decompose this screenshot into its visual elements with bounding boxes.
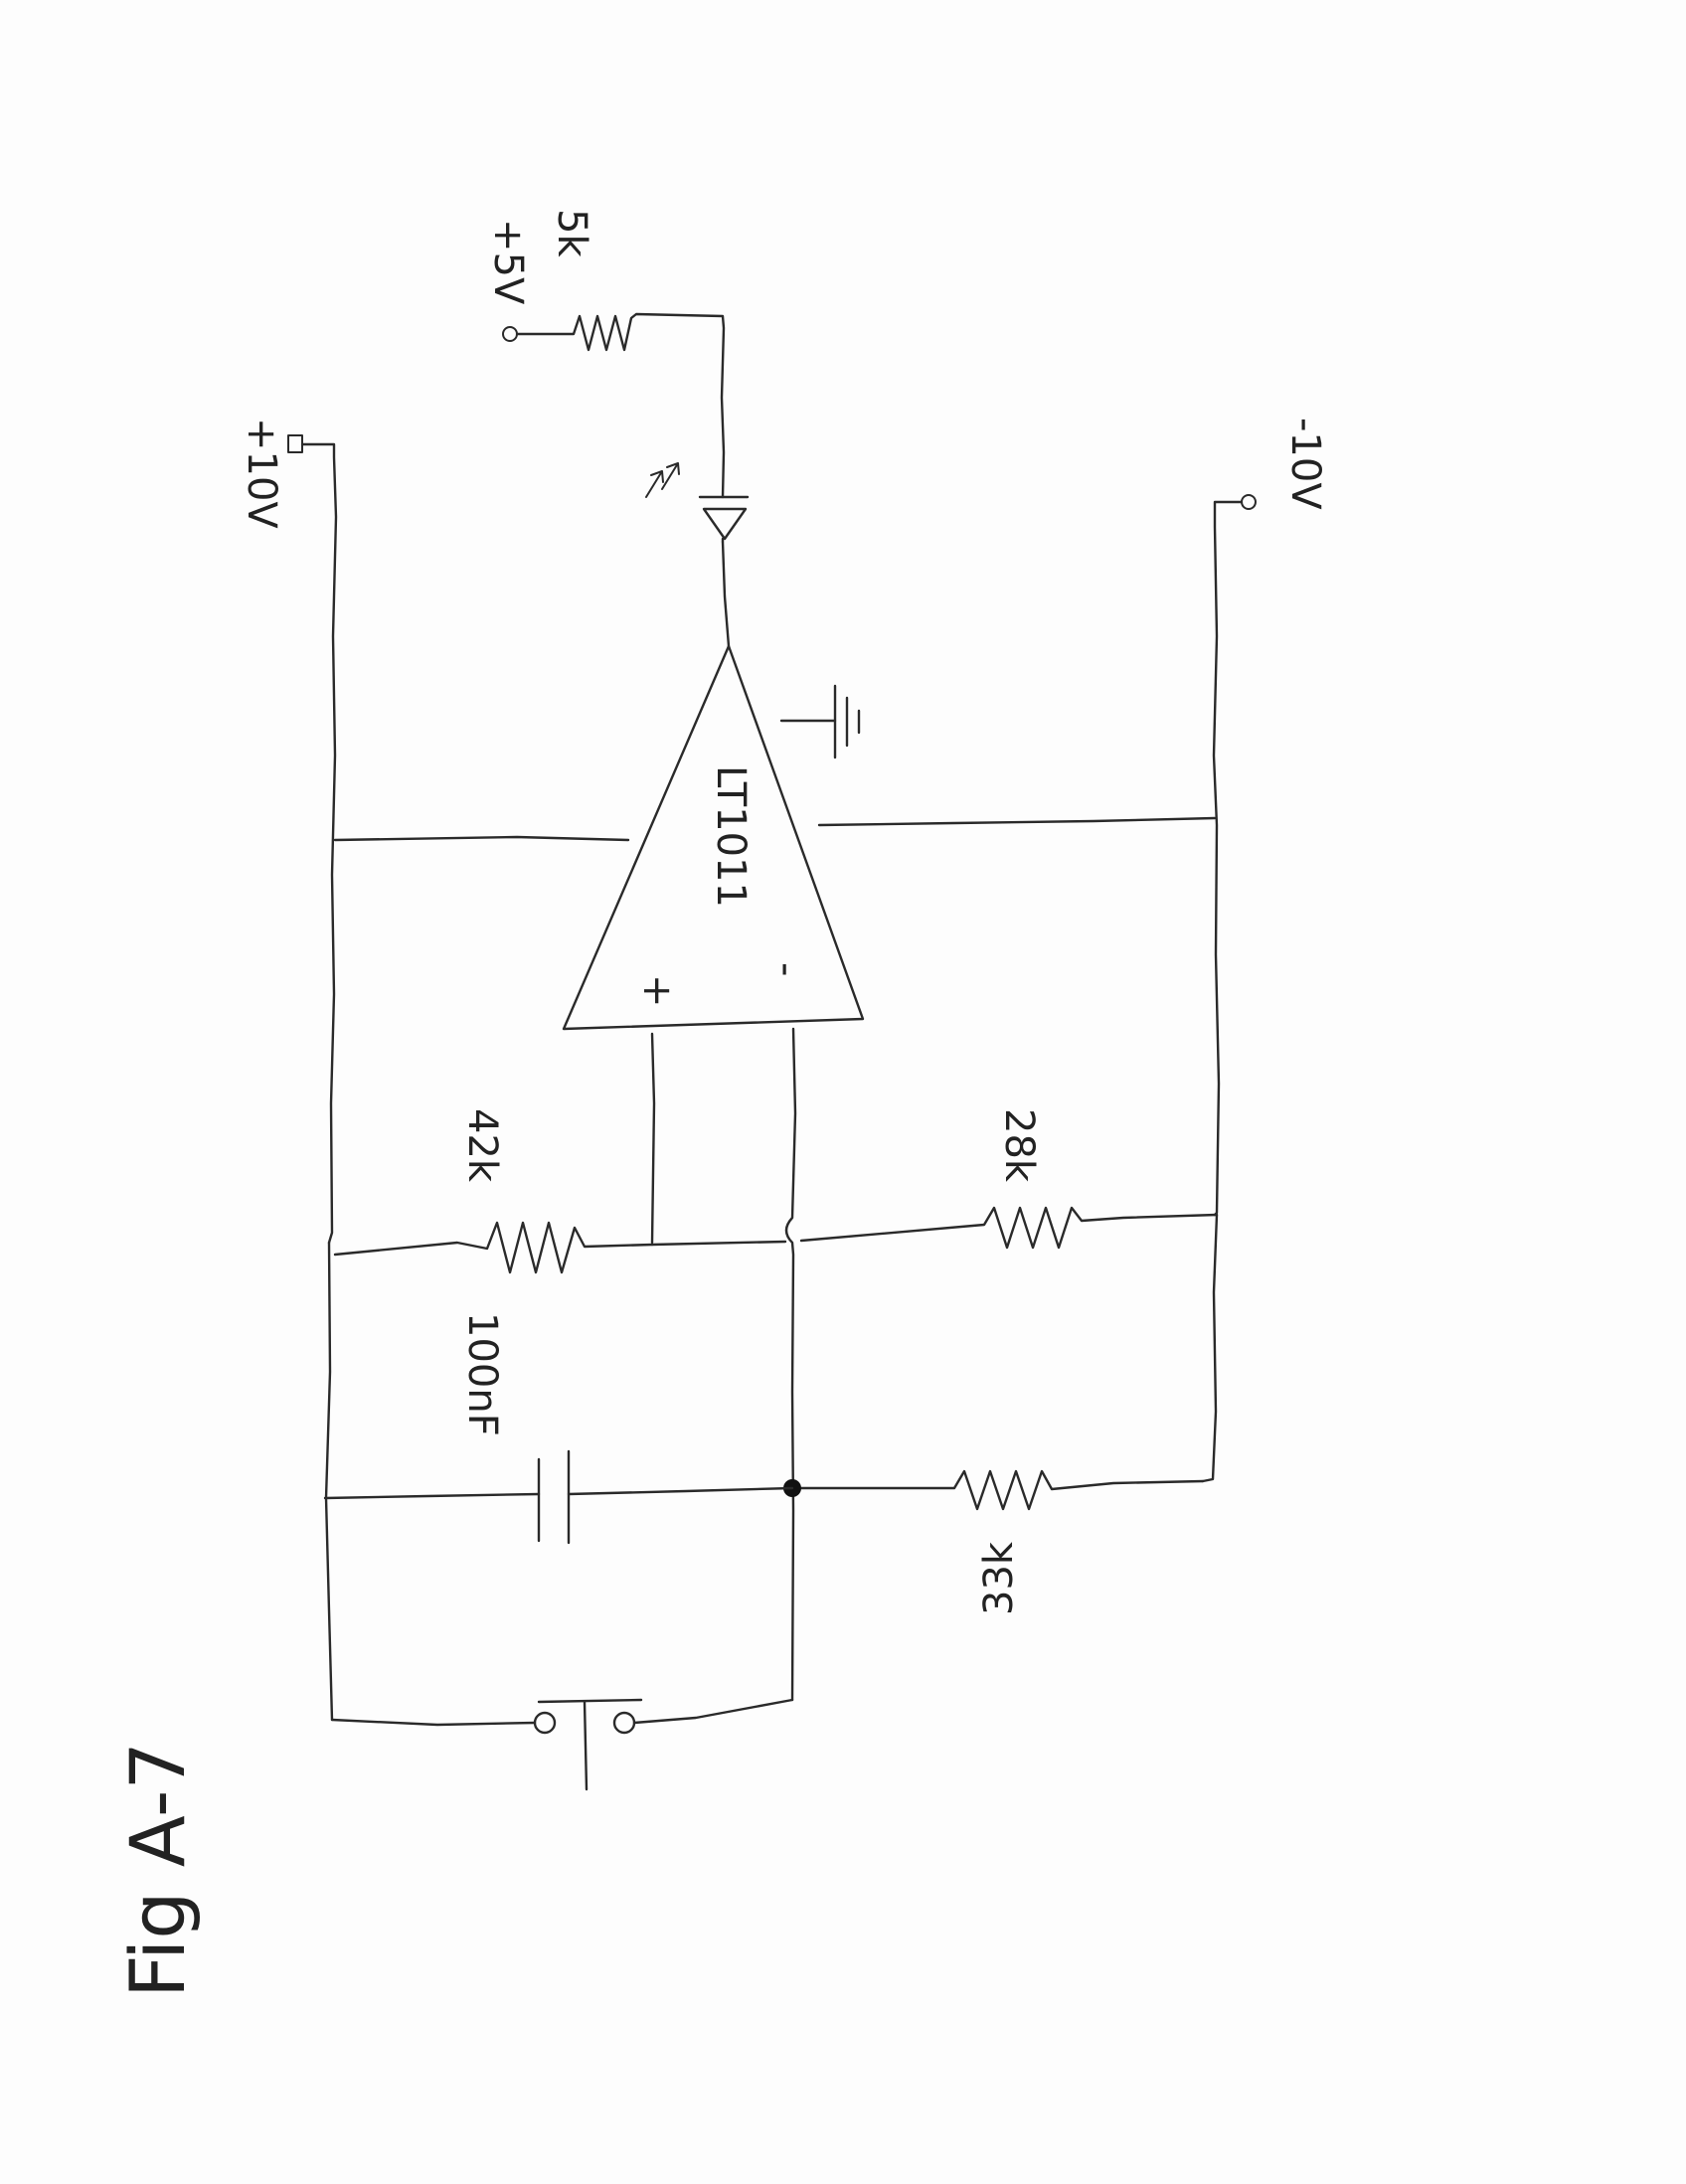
resistor-33k-branch: 33k — [790, 1469, 1205, 1615]
resistor-5k-label: 5k — [549, 209, 594, 257]
minus-input-wire — [784, 1027, 797, 1702]
pushbutton-switch — [330, 1698, 794, 1791]
vplus-supply-wire — [333, 835, 630, 842]
plus5v-terminal — [502, 326, 518, 342]
resistor-28k-label: 28k — [996, 1108, 1042, 1183]
comparator-lt1011: LT1011 + - — [562, 644, 865, 1031]
led-emission-arrow — [645, 470, 664, 498]
figure-title: Fig A-7 — [113, 1742, 202, 1998]
resistor-42k — [333, 1221, 654, 1274]
led-triangle — [702, 507, 748, 541]
switch-contact — [612, 1711, 636, 1735]
plus10v-label: +10V — [239, 418, 284, 529]
opamp-plus-pin: + — [634, 974, 680, 1008]
vminus-supply-wire — [817, 816, 1217, 827]
resistor-5k — [515, 312, 726, 499]
resistor-28k-branch: 28k — [650, 1108, 1219, 1250]
switch-actuator-bar — [537, 1698, 643, 1704]
plus5v-label: +5V — [485, 219, 531, 305]
plus10v-lower-wire — [324, 1241, 334, 1722]
minus10v-lower-wire — [1201, 1213, 1219, 1483]
minus10v-rail: -10V — [1212, 418, 1328, 1217]
ground-icon — [833, 684, 861, 759]
led-emission-arrow — [661, 462, 680, 490]
capacitor-label: 100nF — [459, 1312, 505, 1436]
plus10v-terminal — [287, 434, 303, 453]
capacitor-100nf-branch: 100nF — [323, 1312, 794, 1545]
opamp-minus-pin: - — [763, 962, 809, 976]
plus10v-rail: +10V — [239, 418, 338, 1245]
plus5v-pullup: +5V 5k — [485, 209, 726, 499]
resistor-42k-label: 42k — [459, 1108, 505, 1183]
resistor-28k — [650, 1206, 1219, 1250]
resistor-33k-label: 33k — [976, 1541, 1022, 1615]
opamp-label: LT1011 — [708, 765, 754, 908]
minus10v-terminal — [1241, 494, 1257, 510]
switch-plunger — [583, 1700, 589, 1791]
led — [645, 462, 750, 544]
plus-input-wire — [650, 1032, 656, 1245]
resistor-33k — [790, 1469, 1205, 1511]
minus10v-label: -10V — [1282, 418, 1328, 510]
led-to-output-wire — [721, 540, 731, 648]
resistor-42k-branch: 42k — [333, 1108, 654, 1274]
switch-contact — [533, 1711, 557, 1735]
opamp-triangle — [562, 644, 865, 1031]
